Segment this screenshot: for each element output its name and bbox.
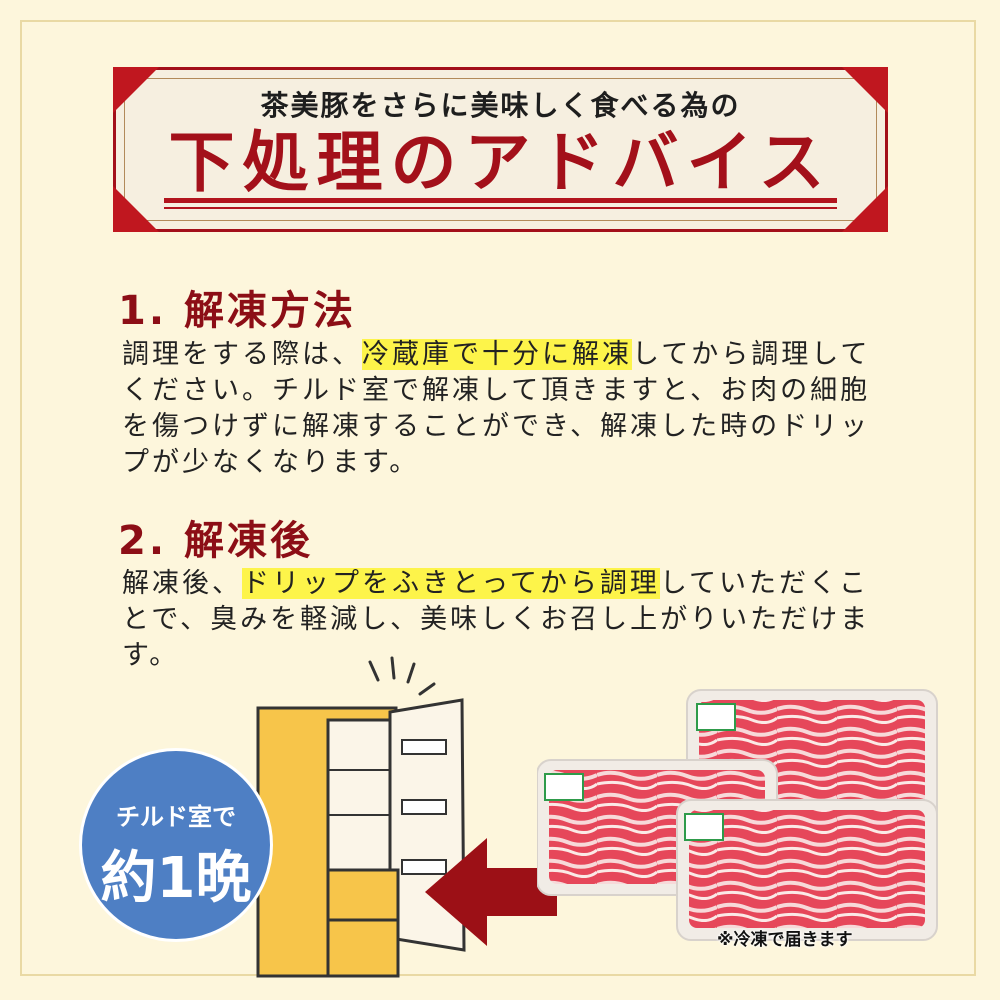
banner-inner-border	[124, 78, 877, 221]
section1-text-before: 調理をする際は、	[122, 339, 362, 370]
frozen-delivery-note: ※冷凍で届きます	[717, 930, 853, 950]
badge-line1: チルド室で	[116, 803, 236, 831]
refrigerator-illustration	[256, 656, 466, 978]
section2-heading: 2. 解凍後	[118, 518, 313, 564]
section1-heading: 1. 解凍方法	[118, 288, 356, 334]
banner-underline-thin	[164, 207, 837, 209]
section2-highlight: ドリップをふきとってから調理	[242, 568, 660, 599]
section2-text-after: していただくことで、臭みを軽減し、美味しくお召し上がりいただけます。	[122, 568, 871, 671]
banner-subtitle: 茶美豚をさらに美味しく食べる為の	[260, 89, 741, 122]
section1-text-after: してから調理してください。チルド室で解凍して頂きますと、お肉の細胞を傷つけずに解…	[122, 339, 871, 478]
section1-text: 調理をする際は、冷蔵庫で十分に解凍してから調理してください。チルド室で解凍して頂…	[122, 337, 882, 481]
title-banner: 茶美豚をさらに美味しく食べる為の 下処理のアドバイス	[113, 67, 888, 232]
page-frame	[20, 20, 976, 976]
chilled-room-badge: チルド室で 約1晩	[79, 748, 273, 942]
section2-text: 解凍後、ドリップをふきとってから調理していただくことで、臭みを軽減し、美味しくお…	[122, 566, 882, 674]
arrow-left-icon	[425, 838, 557, 946]
pork-package-image	[537, 689, 938, 941]
section1-highlight: 冷蔵庫で十分に解凍	[362, 339, 632, 370]
section2-text-before: 解凍後、	[122, 568, 242, 599]
banner-title: 下処理のアドバイス	[168, 123, 833, 201]
banner-underline	[164, 198, 837, 203]
badge-line2: 約1晩	[100, 846, 252, 911]
